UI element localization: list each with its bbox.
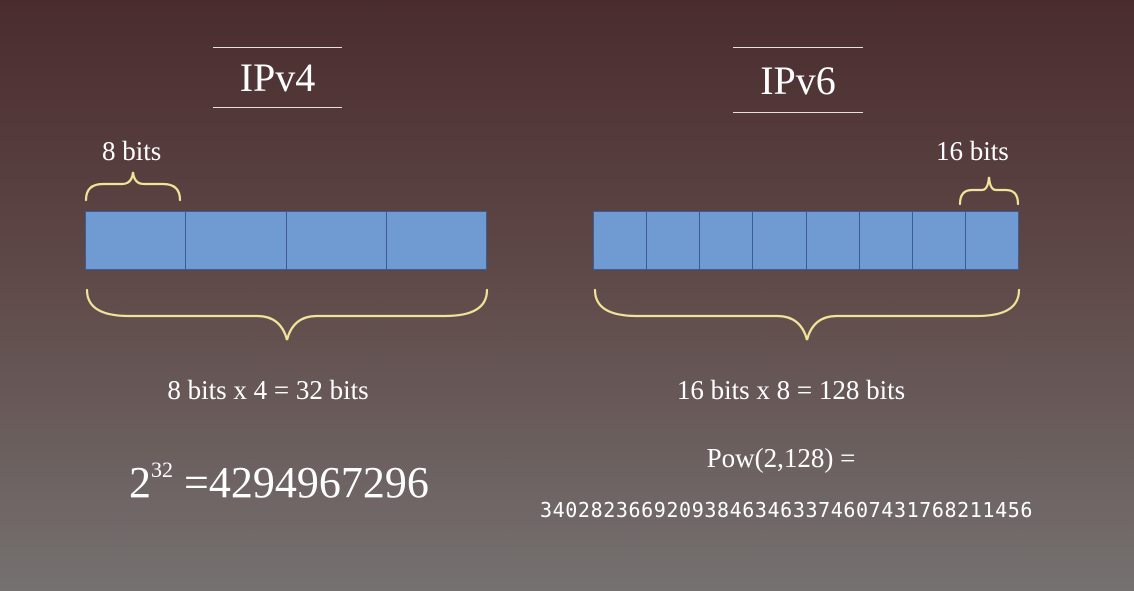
ipv6-pow-expression: Pow(2,128) = [706,443,856,473]
ipv6-formula: 16 bits x 8 = 128 bits [676,375,906,405]
ipv4-segment [286,212,387,269]
ipv4-segment [86,212,187,269]
ipv4-title: IPv4 [239,55,316,100]
ipv6-segment [965,212,1018,269]
ipv6-title: IPv6 [760,58,836,103]
ipv6-title-rule-top [733,47,863,48]
ipv6-segment [806,212,860,269]
ipv6-segment [912,212,966,269]
ipv6-segment-brace [958,176,1020,206]
ipv6-segment [753,212,807,269]
ipv6-title-rule-bottom [733,112,863,113]
ipv6-segment [859,212,913,269]
ipv4-segment [186,212,287,269]
ipv4-segment-label: 8 bits [102,136,162,166]
ipv4-power-exponent: 32 [151,457,173,482]
ipv4-title-rule-bottom [213,107,342,108]
ipv6-address-bar [593,211,1019,270]
ipv6-segment [647,212,701,269]
ipv6-segment-label: 16 bits [936,136,1009,166]
ipv4-address-bar [85,211,487,270]
ipv4-segment [386,212,486,269]
ipv4-title-rule-top [213,47,342,48]
ipv4-power: 232 =4294967296 [129,457,429,508]
ipv4-formula: 8 bits x 4 = 32 bits [167,375,369,405]
ipv6-total-brace [593,288,1021,341]
ipv6-pow-value: 340282366920938463463374607431768211456 [540,498,1033,522]
ipv6-segment [700,212,754,269]
ipv4-total-brace [85,288,489,341]
ipv4-segment-brace [84,171,182,202]
ipv6-segment [594,212,648,269]
ipv4-power-result: =4294967296 [173,458,429,507]
ipv4-power-base: 2 [129,458,151,507]
